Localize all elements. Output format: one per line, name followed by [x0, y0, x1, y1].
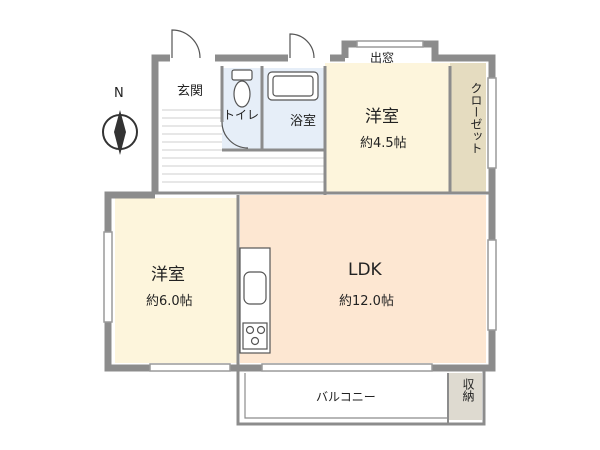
bay-window-label: 出窓 [370, 51, 395, 65]
windows [103, 40, 497, 372]
kitchen-counter [239, 247, 271, 354]
inner-walls [155, 66, 492, 368]
western-room-2-floor [115, 198, 237, 363]
room-bath-label: 浴室 [290, 114, 317, 129]
balcony [236, 371, 486, 426]
balcony-label: バルコニー [316, 390, 376, 404]
room-ldk-label: LDK [348, 260, 382, 280]
genkan-floor [162, 75, 222, 190]
room-genkan-label: 玄関 [177, 84, 204, 99]
room-western1-size: 約4.5帖 [360, 136, 407, 151]
storage-floor [448, 373, 482, 420]
doors [171, 29, 315, 149]
room-ldk-size: 約12.0帖 [339, 294, 394, 309]
room-toilet-label: トイレ [223, 108, 260, 122]
room-western2-size: 約6.0帖 [146, 294, 193, 309]
closet-floor [450, 63, 486, 193]
room-western2-label: 洋室 [151, 265, 185, 285]
storage-label: 収納 [461, 378, 475, 402]
closet-label: クローゼット [469, 82, 483, 154]
compass-north-label: N [114, 86, 124, 101]
bathtub [267, 71, 319, 101]
compass [102, 110, 138, 155]
north-arrow-icon [114, 110, 126, 155]
western-room-1-floor [325, 63, 450, 193]
toilet-fixture [231, 69, 253, 108]
room-western1-label: 洋室 [365, 107, 399, 127]
ldk-floor [240, 195, 486, 363]
